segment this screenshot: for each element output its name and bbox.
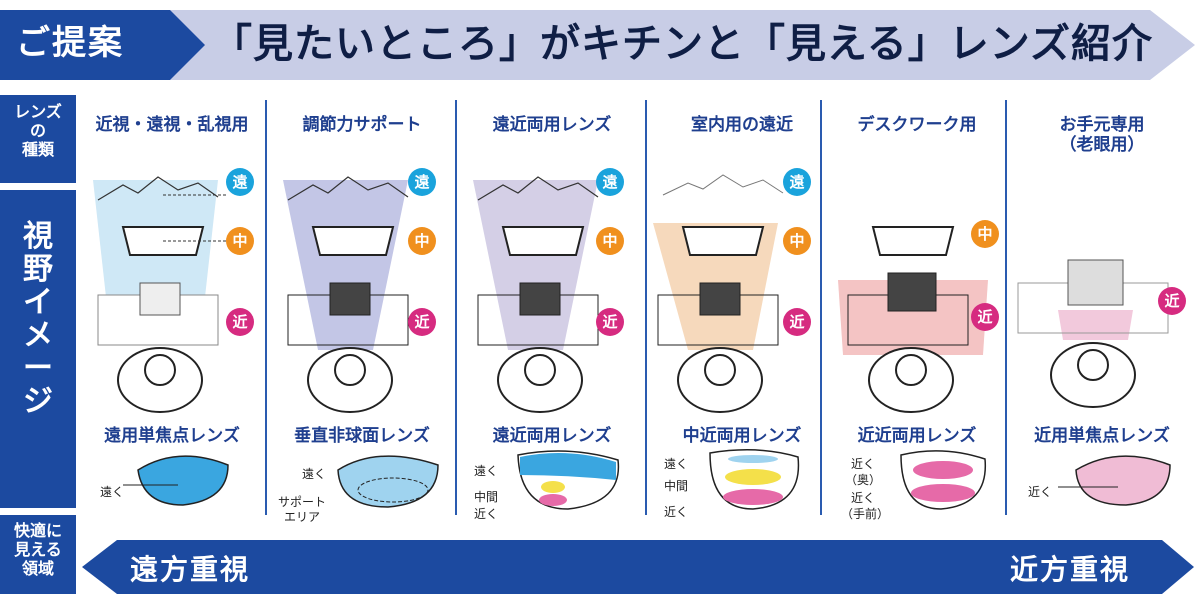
- lens-zone-label: （手前）: [841, 507, 890, 521]
- near-badge: 近: [596, 308, 624, 336]
- lens-name: 遠用単焦点レンズ: [104, 426, 240, 446]
- column-title: デスクワーク用: [857, 115, 977, 135]
- column-title: 遠近両用レンズ: [492, 115, 612, 135]
- field-of-view-diagram: [283, 176, 409, 413]
- lens-zone-diagram: [709, 449, 800, 510]
- column-progressive: 遠近両用レンズ 遠 中 近 遠近両用レンズ 遠く 中間 近く: [458, 95, 646, 521]
- near-emphasis-label: 近方重視: [1010, 553, 1131, 586]
- clear-area-label-line: 領域: [21, 559, 54, 578]
- field-of-view-diagram: [653, 174, 784, 413]
- mid-badge: 中: [971, 220, 999, 248]
- header-arrow-graphic: [0, 10, 1195, 80]
- lens-zone-label: サポート: [278, 495, 327, 509]
- lens-name: 近用単焦点レンズ: [1034, 426, 1170, 446]
- header-band: ご提案 「見たいところ」がキチンと「見える」レンズ紹介: [0, 0, 1202, 90]
- lens-zone-label: 近く: [664, 505, 689, 519]
- far-badge: 遠: [783, 168, 811, 196]
- column-title-line: お手元専用: [1059, 115, 1145, 135]
- near-badge: 近: [783, 308, 811, 336]
- near-badge: 近: [408, 308, 436, 336]
- column-title: 近視・遠視・乱視用: [95, 115, 249, 135]
- clear-area-label-line: 快適に: [13, 521, 62, 540]
- lens-zone-diagram: [900, 450, 987, 510]
- column-indoor-progressive: 室内用の遠近 遠 中 近 中近両用レンズ 遠く 中間 近く: [648, 95, 836, 519]
- mid-badge: 中: [226, 227, 254, 255]
- near-badge: 近: [971, 303, 999, 331]
- lens-zone-label: （奥）: [845, 473, 882, 487]
- column-divider: [265, 100, 267, 515]
- view-image-label-char: ー: [23, 351, 53, 386]
- page-title: 「見たいところ」がキチンと「見える」レンズ紹介: [212, 21, 1153, 67]
- column-divider: [455, 100, 457, 515]
- lens-type-label: レンズ の 種類: [0, 95, 76, 183]
- mid-badge: 中: [408, 227, 436, 255]
- view-image-label-char: 野: [23, 252, 53, 287]
- column-title: 調節力サポート: [302, 115, 422, 135]
- column-divider: [645, 100, 647, 515]
- view-image-label-char: 視: [23, 219, 53, 254]
- clear-area-label: 快適に 見える 領域: [0, 515, 76, 594]
- lens-name: 中近両用レンズ: [682, 426, 802, 446]
- lens-zone-label: 近く: [1028, 485, 1053, 499]
- lens-zone-label: 遠く: [100, 485, 125, 499]
- view-image-label: 視 野 イ メ ー ジ: [0, 190, 76, 508]
- column-desk-work: デスクワーク用 中 近 近近両用レンズ 近く （奥） 近く （手前）: [823, 95, 1011, 521]
- lens-zone-diagram: [337, 455, 439, 508]
- view-image-label-char: メ: [23, 318, 53, 353]
- column-reading: お手元専用 （老眼用） 近 近用単焦点レンズ 近く: [1008, 95, 1196, 515]
- view-image-label-char: イ: [23, 285, 53, 320]
- near-badge: 近: [226, 308, 254, 336]
- lens-zone-label: 近く: [851, 457, 876, 471]
- column-accommodation-support: 調節力サポート 遠 中 近 垂直非球面レンズ 遠く サポート エリア: [268, 95, 456, 524]
- field-of-view-diagram: [93, 176, 228, 413]
- far-near-arrow: [82, 540, 1194, 594]
- lens-zone-label: エリア: [284, 510, 321, 524]
- lens-zone-diagram: [1058, 455, 1171, 506]
- lens-zone-label: 近く: [474, 507, 499, 521]
- field-of-view-diagram: [473, 176, 599, 413]
- lens-zone-label: 遠く: [302, 467, 327, 481]
- lens-zone-label: 中間: [474, 490, 499, 504]
- far-badge: 遠: [596, 168, 624, 196]
- lens-name: 近近両用レンズ: [857, 426, 977, 446]
- mid-badge: 中: [596, 227, 624, 255]
- near-badge: 近: [1158, 287, 1186, 315]
- lens-type-label-line: 種類: [21, 140, 54, 159]
- column-divider: [820, 100, 822, 515]
- column-single-vision-far: 近視・遠視・乱視用 遠 中 近 遠用単焦点レンズ 遠く: [78, 95, 266, 515]
- lens-type-label-line: レンズ: [14, 102, 62, 121]
- column-title-line: （老眼用）: [1059, 135, 1145, 155]
- field-of-view-diagram: [1017, 259, 1169, 408]
- far-badge: 遠: [226, 168, 254, 196]
- lens-name: 垂直非球面レンズ: [294, 426, 430, 446]
- lens-zone-label: 遠く: [664, 457, 689, 471]
- mid-badge: 中: [783, 227, 811, 255]
- column-title: お手元専用 （老眼用）: [1008, 115, 1196, 155]
- lens-zone-label: 中間: [664, 479, 689, 493]
- field-of-view-diagram: [838, 226, 988, 413]
- column-divider: [1005, 100, 1007, 515]
- lens-zone-label: 遠く: [474, 464, 499, 478]
- lens-zone-diagram: [123, 455, 229, 506]
- lens-name: 遠近両用レンズ: [492, 426, 612, 446]
- lens-zone-label: 近く: [851, 491, 876, 505]
- clear-area-label-line: 見える: [14, 540, 62, 559]
- column-title: 室内用の遠近: [691, 115, 793, 135]
- view-image-label-char: ジ: [23, 384, 53, 419]
- far-badge: 遠: [408, 168, 436, 196]
- proposal-tag: ご提案: [16, 23, 124, 63]
- lens-zone-diagram: [517, 450, 620, 510]
- lens-type-label-line: の: [29, 121, 46, 140]
- far-emphasis-label: 遠方重視: [130, 553, 251, 586]
